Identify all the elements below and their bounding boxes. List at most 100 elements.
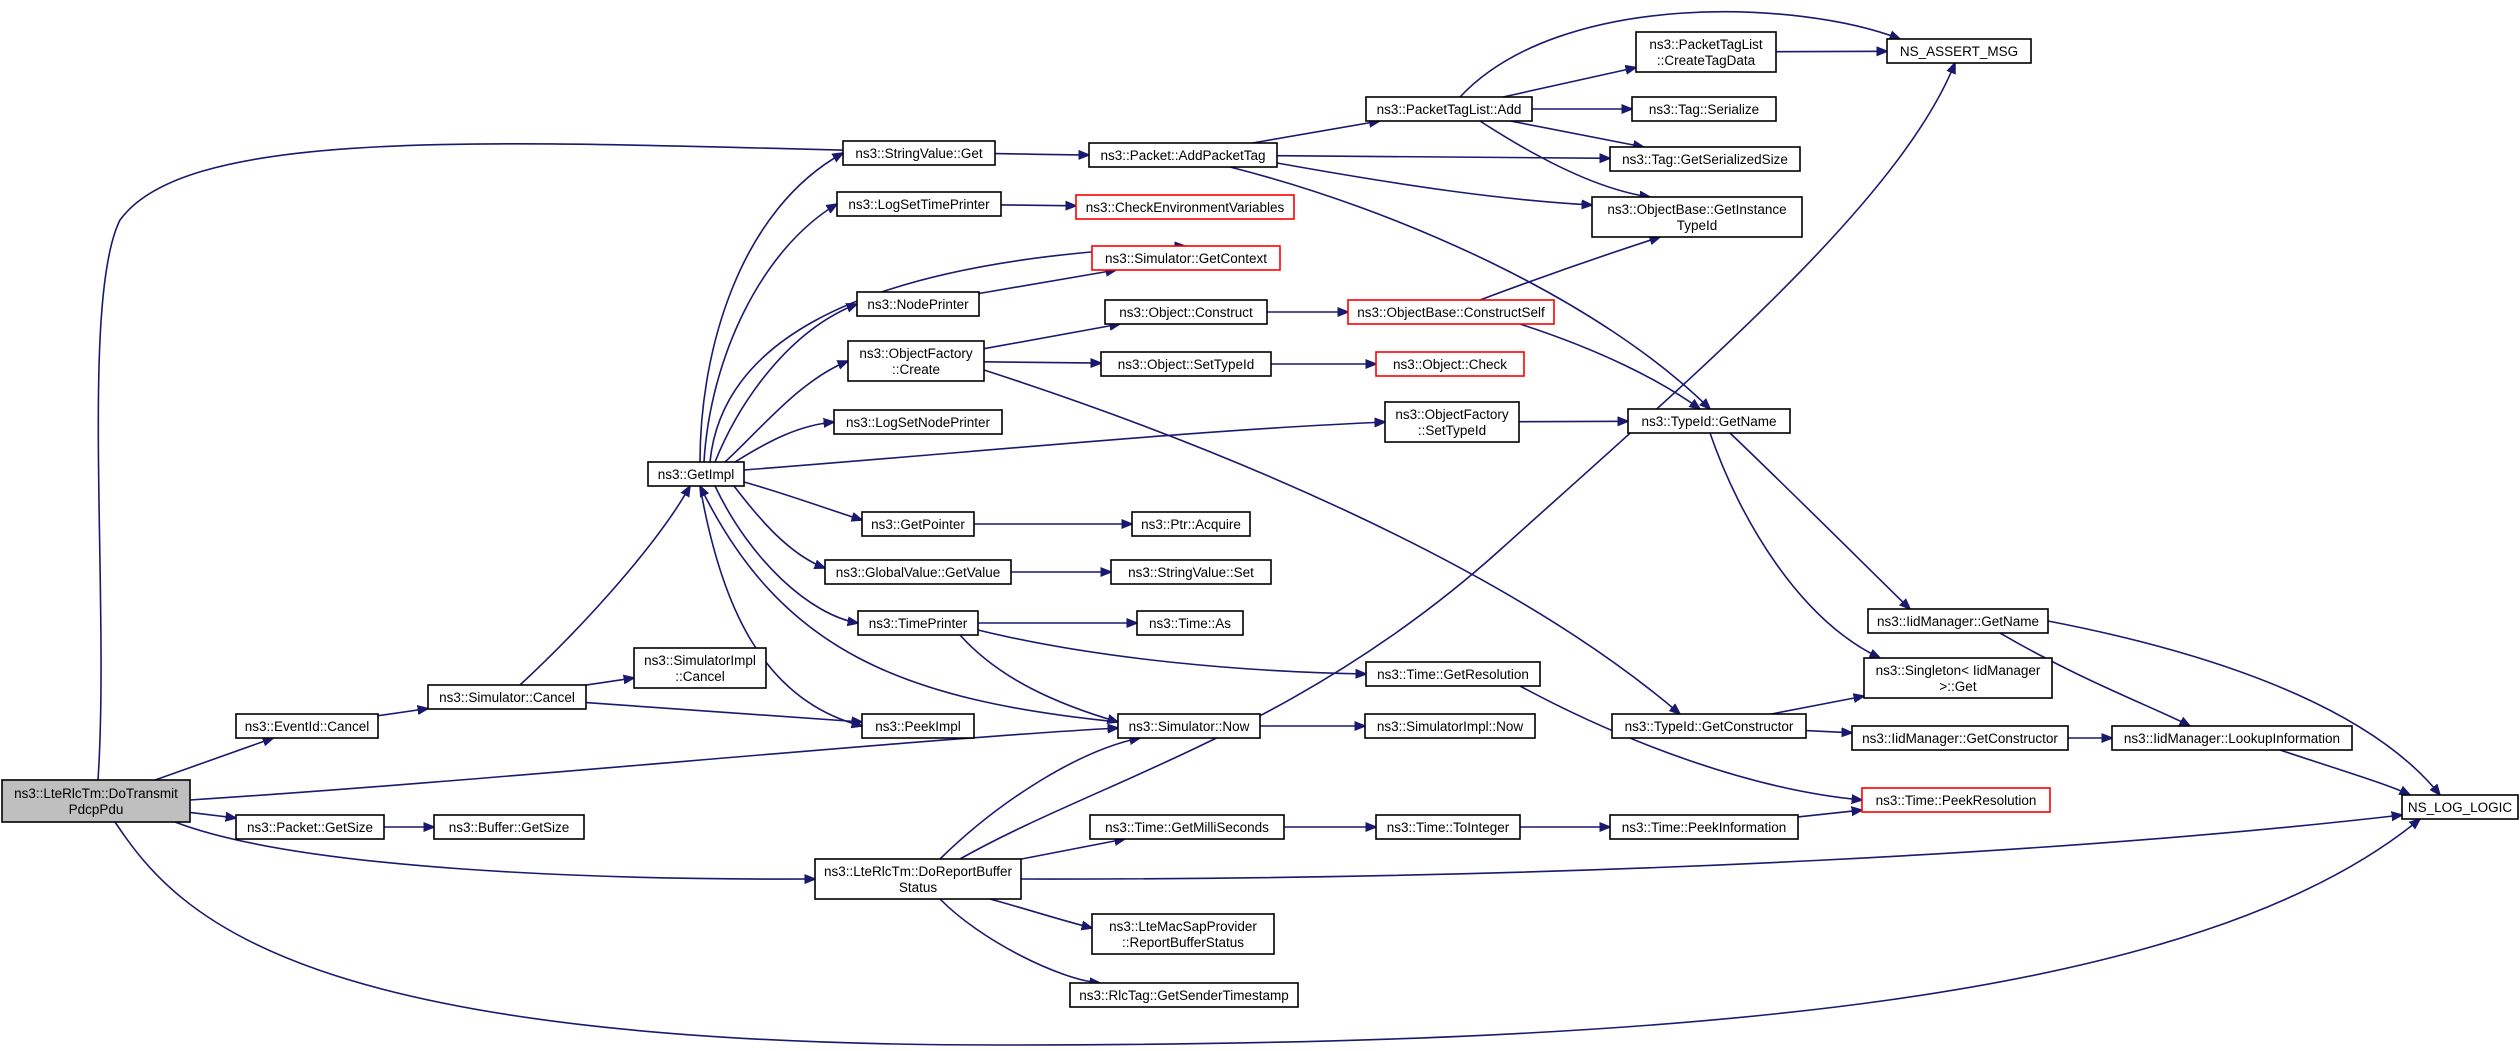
node-time-getresolution[interactable]: ns3::Time::GetResolution [1365, 661, 1541, 687]
node-rlctag-getsendertimestamp[interactable]: ns3::RlcTag::GetSenderTimestamp [1069, 982, 1299, 1008]
node-box[interactable] [1136, 610, 1244, 636]
node-box[interactable] [1089, 814, 1285, 840]
node-packet-getsize[interactable]: ns3::Packet::GetSize [235, 814, 385, 840]
node-iidmanager-getname[interactable]: ns3::IidManager::GetName [1867, 608, 2049, 634]
node-time-peekresolution[interactable]: ns3::Time::PeekResolution [1861, 787, 2051, 813]
node-time-tointeger[interactable]: ns3::Time::ToInteger [1375, 814, 1521, 840]
node-box[interactable] [856, 291, 980, 317]
node-box[interactable] [861, 713, 975, 739]
node-stringvalue-set[interactable]: ns3::StringValue::Set [1110, 559, 1272, 585]
node-objfactory-create[interactable]: ns3::ObjectFactory::Create [847, 340, 985, 382]
node-box[interactable] [2111, 725, 2353, 751]
node-box[interactable] [857, 610, 979, 636]
node-box[interactable] [1091, 245, 1281, 271]
node-box[interactable] [1886, 38, 2032, 64]
node-box[interactable] [1364, 713, 1536, 739]
node-simimpl-cancel[interactable]: ns3::SimulatorImpl::Cancel [633, 647, 767, 689]
node-simimpl-now[interactable]: ns3::SimulatorImpl::Now [1364, 713, 1536, 739]
node-sim-now[interactable]: ns3::Simulator::Now [1117, 713, 1261, 739]
node-box[interactable] [1609, 814, 1799, 840]
node-logsettimeprinter[interactable]: ns3::LogSetTimePrinter [836, 191, 1002, 217]
node-box[interactable] [1117, 713, 1261, 739]
node-objectbase-constructself[interactable]: ns3::ObjectBase::ConstructSelf [1347, 299, 1555, 325]
node-box[interactable] [1100, 351, 1272, 377]
node-box[interactable] [1863, 657, 2053, 699]
node-stringvalue-get[interactable]: ns3::StringValue::Get [842, 140, 996, 166]
node-object-settypeid[interactable]: ns3::Object::SetTypeId [1100, 351, 1272, 377]
node-singleton-get[interactable]: ns3::Singleton< IidManager >::Get [1863, 657, 2053, 699]
node-box[interactable] [647, 461, 745, 487]
node-box[interactable] [1861, 787, 2051, 813]
node-box[interactable] [1611, 713, 1807, 739]
node-typeid-getconstructor[interactable]: ns3::TypeId::GetConstructor [1611, 713, 1807, 739]
node-box[interactable] [1375, 351, 1525, 377]
node-sim-cancel[interactable]: ns3::Simulator::Cancel [427, 684, 587, 710]
node-ptr-acquire[interactable]: ns3::Ptr::Acquire [1131, 511, 1251, 537]
node-box[interactable] [427, 684, 587, 710]
node-packettaglist-createtagdata[interactable]: ns3::PacketTagList::CreateTagData [1635, 31, 1777, 73]
node-box[interactable] [861, 511, 975, 537]
node-getimpl[interactable]: ns3::GetImpl [647, 461, 745, 487]
node-box[interactable] [1088, 142, 1278, 168]
node-box[interactable] [1375, 814, 1521, 840]
node-box[interactable] [1104, 299, 1268, 325]
node-box[interactable] [814, 858, 1022, 900]
node-box[interactable] [1631, 96, 1777, 122]
node-eventid-cancel[interactable]: ns3::EventId::Cancel [235, 713, 379, 739]
node-ns-assert-msg[interactable]: NS_ASSERT_MSG [1886, 38, 2032, 64]
node-ltemacsap-reportbufferstatus[interactable]: ns3::LteMacSapProvider::ReportBufferStat… [1091, 913, 1275, 955]
node-box[interactable] [836, 191, 1002, 217]
node-nodeprinter[interactable]: ns3::NodePrinter [856, 291, 980, 317]
node-box[interactable] [1384, 401, 1520, 443]
node-tag-serialize[interactable]: ns3::Tag::Serialize [1631, 96, 1777, 122]
node-box[interactable] [1365, 96, 1533, 122]
node-timeprinter[interactable]: ns3::TimePrinter [857, 610, 979, 636]
node-box[interactable] [235, 713, 379, 739]
node-box[interactable] [1609, 146, 1801, 172]
node-iidmanager-getconstructor[interactable]: ns3::IidManager::GetConstructor [1851, 725, 2069, 751]
node-object-construct[interactable]: ns3::Object::Construct [1104, 299, 1268, 325]
node-box[interactable] [1627, 408, 1791, 434]
node-logsetnodeprinter[interactable]: ns3::LogSetNodePrinter [833, 409, 1003, 435]
node-box[interactable] [2401, 794, 2519, 820]
node-box[interactable] [824, 559, 1012, 585]
node-object-check[interactable]: ns3::Object::Check [1375, 351, 1525, 377]
node-globalvalue-getvalue[interactable]: ns3::GlobalValue::GetValue [824, 559, 1012, 585]
node-time-as[interactable]: ns3::Time::As [1136, 610, 1244, 636]
node-peekimpl[interactable]: ns3::PeekImpl [861, 713, 975, 739]
node-packet-addpackettag[interactable]: ns3::Packet::AddPacketTag [1088, 142, 1278, 168]
node-box[interactable] [433, 814, 585, 840]
node-ns-log-logic[interactable]: NS_LOG_LOGIC [2401, 794, 2519, 820]
node-box[interactable] [235, 814, 385, 840]
node-box[interactable] [633, 647, 767, 689]
node-box[interactable] [1851, 725, 2069, 751]
node-time-peekinformation[interactable]: ns3::Time::PeekInformation [1609, 814, 1799, 840]
node-box[interactable] [1347, 299, 1555, 325]
node-box[interactable] [847, 340, 985, 382]
node-getpointer[interactable]: ns3::GetPointer [861, 511, 975, 537]
node-checkenv[interactable]: ns3::CheckEnvironmentVariables [1075, 194, 1295, 220]
node-box[interactable] [1, 779, 191, 823]
node-iidmanager-lookupinformation[interactable]: ns3::IidManager::LookupInformation [2111, 725, 2353, 751]
node-box[interactable] [1110, 559, 1272, 585]
node-box[interactable] [1867, 608, 2049, 634]
node-box[interactable] [1091, 913, 1275, 955]
node-box[interactable] [1591, 196, 1803, 238]
node-time-getmilliseconds[interactable]: ns3::Time::GetMilliSeconds [1089, 814, 1285, 840]
node-typeid-getname[interactable]: ns3::TypeId::GetName [1627, 408, 1791, 434]
node-buffer-getsize[interactable]: ns3::Buffer::GetSize [433, 814, 585, 840]
node-sim-getcontext[interactable]: ns3::Simulator::GetContext [1091, 245, 1281, 271]
node-box[interactable] [1075, 194, 1295, 220]
node-packettaglist-add[interactable]: ns3::PacketTagList::Add [1365, 96, 1533, 122]
node-box[interactable] [833, 409, 1003, 435]
node-box[interactable] [1069, 982, 1299, 1008]
node-box[interactable] [1365, 661, 1541, 687]
node-box[interactable] [1635, 31, 1777, 73]
node-box[interactable] [842, 140, 996, 166]
node-objfactory-settypeid[interactable]: ns3::ObjectFactory::SetTypeId [1384, 401, 1520, 443]
node-tag-getserializedsize[interactable]: ns3::Tag::GetSerializedSize [1609, 146, 1801, 172]
node-box[interactable] [1131, 511, 1251, 537]
